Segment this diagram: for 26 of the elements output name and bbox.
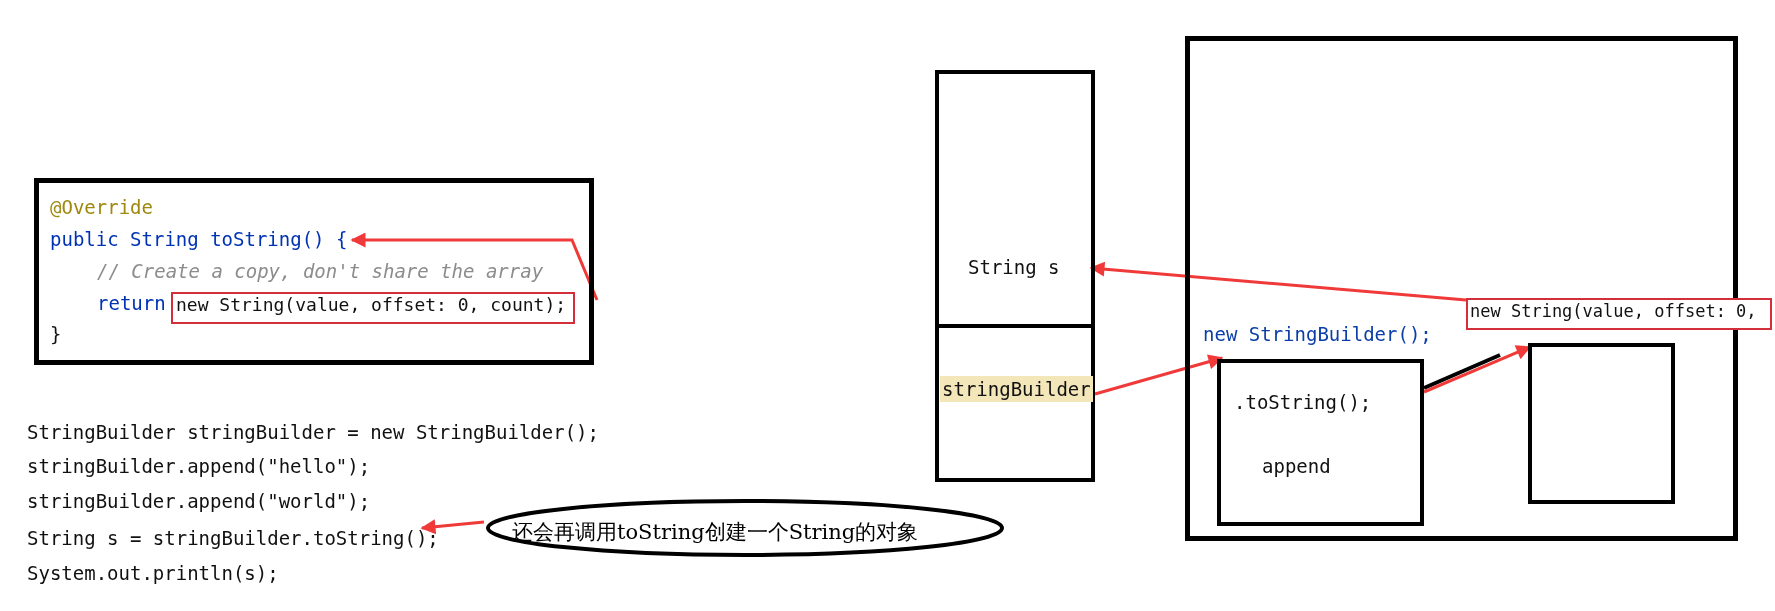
code-text: String s [968,256,1060,278]
code-panel [34,178,594,365]
code-line: stringBuilder.append("world"); [27,490,371,512]
code-text: return [97,292,166,314]
heap-area [1185,36,1738,541]
code-text: new String(value, offset: 0, [1470,301,1757,321]
arrow [350,232,599,301]
code-line: System.out.println(s); [27,562,279,584]
arrow [1089,261,1467,302]
code-text: new StringBuilder(); [1203,323,1432,345]
code-text: public String toString() { [50,228,348,250]
code-line: StringBuilder stringBuilder = new StringBuilder(); [27,421,599,443]
arrow [420,519,485,535]
highlight-box [1466,298,1772,330]
arrow [1094,354,1224,396]
code-text: // Create a copy, don't share the array [97,260,544,282]
code-text: @Override [50,196,153,218]
code-text: String s = stringBuilder.toString(); [27,527,439,549]
code-line: stringBuilder.append("hello"); [27,455,371,477]
object-box [1528,343,1675,504]
code-text: new String(value, offset: 0, count); [176,294,567,315]
code-text: append [1262,455,1331,477]
highlight-box [171,292,575,324]
code-text: stringBuilder [940,376,1093,402]
code-text: } [50,323,62,345]
code-text: .toString(); [1234,391,1372,413]
